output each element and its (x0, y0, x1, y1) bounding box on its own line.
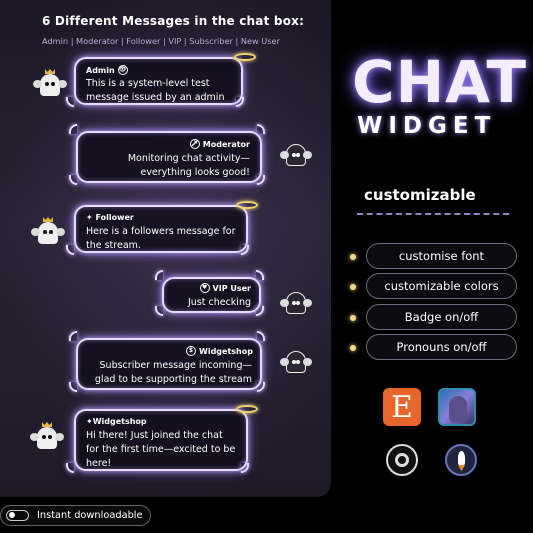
chat-username: ✦Widgetshop (86, 417, 147, 426)
widget-subtitle: WIDGET (357, 113, 497, 139)
header-title: 6 Different Messages in the chat box: (42, 14, 305, 28)
obs-icon (386, 444, 418, 476)
crown-icon (43, 217, 53, 222)
horn-icon (241, 463, 249, 473)
horn-icon (257, 331, 265, 341)
halo-icon (236, 201, 258, 209)
chat-username: Admin 👁 (86, 65, 128, 75)
chat-message-admin: Admin 👁 This is a system-level test mess… (66, 53, 256, 107)
etsy-icon: E (383, 388, 421, 426)
feature-badge: Badge on/off (366, 304, 517, 330)
dollar-badge-icon: $ (186, 346, 196, 356)
chat-message-text: Here is a followers message for the stre… (86, 226, 236, 251)
toggle-icon (6, 510, 29, 521)
feature-pronouns: Pronouns on/off (366, 334, 517, 360)
dashed-divider (357, 213, 509, 215)
ghost-avatar-follower (31, 217, 65, 244)
bullet-icon (350, 284, 356, 290)
ghost-avatar-new-user (30, 422, 64, 449)
role-list: Admin | Moderator | Follower | VIP | Sub… (42, 36, 280, 46)
chat-username: ♥ VIP User (199, 283, 251, 293)
chat-message-text: Monitoring chat activity— everything loo… (127, 153, 250, 178)
chat-message-follower: ✦ Follower Here is a followers message f… (66, 201, 258, 255)
chat-message-text: Subscriber message incoming— glad to be … (94, 360, 252, 385)
heart-badge-icon: ♥ (199, 283, 210, 293)
bullet-icon (350, 315, 356, 321)
crown-icon (42, 422, 52, 427)
bullet-icon (350, 345, 356, 351)
ghost-avatar-vip (280, 292, 312, 314)
horn-icon (236, 97, 244, 107)
horn-icon (69, 331, 77, 341)
horn-icon (241, 245, 249, 255)
chat-username: 🗡 Moderator (189, 139, 250, 149)
halo-icon (234, 53, 256, 61)
horn-icon (256, 270, 264, 280)
chat-message-text: Hi there! Just joined the chat for the f… (86, 430, 236, 469)
chat-message-moderator: 🗡 Moderator Monitoring chat activity— ev… (69, 124, 265, 185)
horn-icon (69, 382, 77, 392)
bullet-icon (350, 254, 356, 260)
shop-avatar-icon (438, 388, 476, 426)
crown-icon (45, 69, 55, 74)
chat-message-text: This is a system-level test message issu… (86, 78, 225, 103)
chat-message-subscriber: $ Widgetshop Subscriber message incoming… (69, 331, 265, 392)
horn-icon (155, 270, 163, 280)
eye-badge-icon: 👁 (117, 65, 128, 75)
chat-message-vip: ♥ VIP User Just checking (155, 270, 264, 316)
instant-download-badge: Instant downloadable (0, 505, 151, 526)
horn-icon (66, 245, 74, 255)
halo-icon (236, 405, 258, 413)
ghost-avatar-admin (33, 69, 67, 96)
sword-badge-icon: 🗡 (189, 139, 200, 149)
horn-icon (155, 306, 163, 316)
chat-username: ✦ Follower (86, 213, 134, 222)
chat-message-new-user: ✦Widgetshop Hi there! Just joined the ch… (66, 405, 258, 473)
horn-icon (66, 97, 74, 107)
horn-icon (66, 463, 74, 473)
horn-icon (257, 124, 265, 134)
chat-username: $ Widgetshop (186, 346, 253, 356)
horn-icon (257, 175, 265, 185)
streamlabs-icon (445, 444, 477, 476)
horn-icon (69, 124, 77, 134)
ghost-avatar-subscriber (280, 351, 312, 373)
feature-font: customise font (366, 243, 517, 269)
horn-icon (256, 306, 264, 316)
tagline: customizable (364, 186, 476, 204)
feature-colors: customizable colors (366, 273, 517, 299)
chat-title: CHAT (352, 48, 528, 116)
horn-icon (69, 175, 77, 185)
horn-icon (257, 382, 265, 392)
chat-message-text: Just checking (187, 297, 251, 308)
toggle-label: Instant downloadable (37, 510, 143, 521)
chat-preview-panel: 6 Different Messages in the chat box: Ad… (0, 0, 331, 497)
ghost-avatar-moderator (280, 144, 312, 166)
